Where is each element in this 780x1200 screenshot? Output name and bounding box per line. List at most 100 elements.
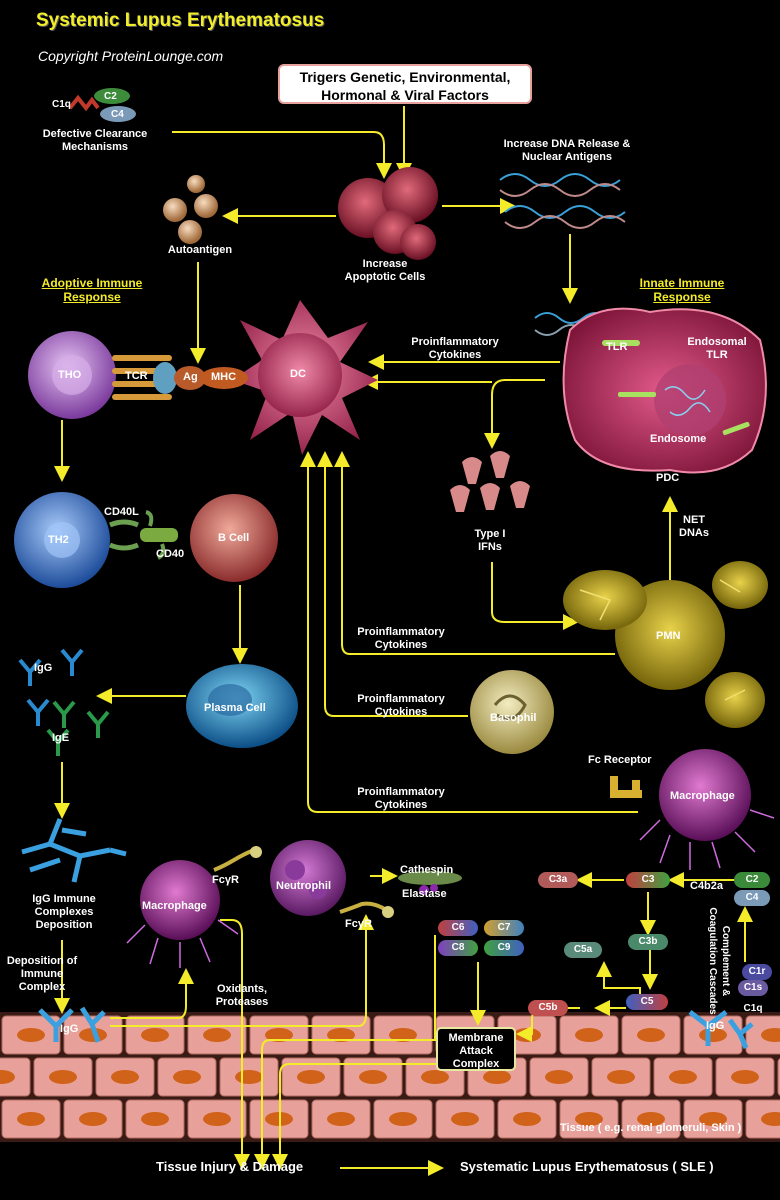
- pill-c1q: C1q: [743, 1003, 763, 1014]
- tissue-cell-nucleus: [265, 1028, 293, 1042]
- tissue-cell-nucleus: [607, 1070, 635, 1084]
- pill-c2: C2: [734, 872, 770, 888]
- tissue-cell-nucleus: [637, 1028, 665, 1042]
- label-autoantigen: Autoantigen: [167, 244, 233, 256]
- label-tissue-injury: Tissue Injury & Damage: [156, 1159, 304, 1174]
- tissue-cell-nucleus: [297, 1070, 325, 1084]
- label-fcgr-2: FcγR: [345, 918, 372, 930]
- label-ag: Ag: [183, 371, 198, 383]
- pill-c7: C7: [484, 920, 524, 936]
- bcell-cell: [190, 494, 278, 582]
- triggers-box: Trigers Genetic, Environmental, Hormonal…: [278, 64, 532, 104]
- tissue-cell-nucleus: [513, 1112, 541, 1126]
- label-tissue: Tissue ( e.g. renal glomeruli, Skin ): [560, 1122, 742, 1134]
- label-cytokines-4: Proinflammatory Cytokines: [357, 786, 445, 811]
- label-macrophage-right: Macrophage: [670, 790, 735, 802]
- label-macrophage-left: Macrophage: [142, 900, 207, 912]
- tissue-cell-nucleus: [203, 1028, 231, 1042]
- label-tho: THO: [58, 369, 82, 381]
- arrow-elastase-injury: [254, 935, 436, 1170]
- tissue-cell-nucleus: [637, 1112, 665, 1126]
- arrow-igg-macrophage: [110, 968, 194, 1019]
- tissue-cell-nucleus: [483, 1070, 511, 1084]
- label-adoptive: Adoptive Immune Response: [41, 276, 143, 304]
- pill-c8: C8: [438, 940, 478, 956]
- pill-c3b: C3b: [628, 934, 668, 950]
- label-tlr: TLR: [606, 341, 628, 353]
- arrow-igg-neutrophil: [110, 914, 374, 1027]
- fcgr-icon-2: [339, 901, 394, 918]
- antibody-igg-ige-icons: [18, 648, 110, 756]
- label-neutrophil: Neutrophil: [276, 880, 331, 892]
- macrophage-left-cell: [126, 860, 239, 968]
- label-c1q-top: C1q: [52, 99, 71, 110]
- pill-c1s: C1s: [738, 980, 768, 996]
- tissue-cell-nucleus: [79, 1112, 107, 1126]
- tissue-cell-nucleus: [17, 1112, 45, 1126]
- arrow-macrophage-injury: [220, 919, 250, 1170]
- arrow-pmn-dc: [334, 451, 615, 655]
- label-tcr: TCR: [125, 370, 148, 382]
- label-c2-top: C2: [104, 91, 117, 102]
- tissue-cell-nucleus: [421, 1070, 449, 1084]
- type1-ifn-icon: [450, 451, 530, 512]
- pill-c4: C4: [734, 890, 770, 906]
- apoptotic-cells-icon: [338, 167, 438, 260]
- fc-receptor-icon: [610, 776, 642, 798]
- membrane-attack-complex-box: Membrane Attack Complex: [436, 1027, 516, 1071]
- label-th2: TH2: [48, 534, 69, 546]
- arrow-pdc-ifn: [484, 379, 545, 449]
- pill-c5a: C5a: [564, 942, 602, 958]
- cd40-complex: [109, 510, 178, 560]
- plasma-cell: [186, 664, 298, 748]
- autoantigen-icon: [163, 175, 218, 244]
- igg-tissue-icon: [688, 1010, 754, 1049]
- arrow-macrophage-dc: [300, 451, 638, 813]
- label-igg-tissue: IgG: [706, 1020, 725, 1032]
- label-endosomal-tlr: Endosomal TLR: [687, 336, 747, 361]
- label-dc: DC: [290, 368, 306, 380]
- arrow-basophil-dc: [317, 451, 468, 717]
- label-basophil: Basophil: [490, 712, 537, 724]
- label-deposition: Deposition of Immune Complex: [6, 955, 78, 993]
- label-c4-top: C4: [111, 109, 124, 120]
- arrow-ifn-pmn: [491, 562, 579, 630]
- igg-bottom-icon: [38, 1006, 106, 1043]
- pill-c3a: C3a: [538, 872, 578, 888]
- pmn-cell: [563, 561, 768, 728]
- tissue-cell-nucleus: [699, 1112, 727, 1126]
- th2-cell: [14, 492, 110, 588]
- label-type1-ifn: Type I IFNs: [474, 528, 506, 553]
- label-dna-release: Increase DNA Release & Nuclear Antigens: [503, 138, 631, 163]
- label-cd40: CD40: [156, 548, 185, 560]
- tissue-cell-nucleus: [203, 1112, 231, 1126]
- tissue-cell-nucleus: [545, 1070, 573, 1084]
- dc-cell: [232, 300, 378, 455]
- tissue-cell-nucleus: [327, 1112, 355, 1126]
- label-bcell: B Cell: [218, 532, 250, 544]
- label-ige: IgE: [52, 732, 70, 744]
- label-c4b2a: C4b2a: [690, 880, 724, 892]
- tissue-cell-nucleus: [79, 1028, 107, 1042]
- pill-c3: C3: [626, 872, 670, 888]
- label-igg-complex: IgG Immune Complexes Deposition: [32, 893, 96, 931]
- arrows: [54, 106, 753, 1176]
- tissue-cell-nucleus: [575, 1028, 603, 1042]
- tissue-cell-nucleus: [451, 1112, 479, 1126]
- tissue-cell-nucleus: [141, 1028, 169, 1042]
- label-fcgr-1: FcγR: [212, 874, 239, 886]
- tissue-cell-nucleus: [111, 1070, 139, 1084]
- arrow-defective-apoptotic: [172, 131, 392, 179]
- tho-cell: [28, 331, 116, 419]
- tissue-cell-nucleus: [669, 1070, 697, 1084]
- tissue-cell-nucleus: [173, 1070, 201, 1084]
- label-pdc: PDC: [656, 472, 680, 484]
- label-cytokines-3: Proinflammatory Cytokines: [357, 693, 445, 718]
- label-complement-cascades: Complement & Coagulation Cascades: [707, 907, 731, 1015]
- pill-c1r: C1r: [742, 964, 772, 980]
- igg-complex-icon: [21, 818, 127, 883]
- label-apoptotic: Increase Apoptotic Cells: [344, 258, 426, 283]
- label-plasma: Plasma Cell: [204, 702, 266, 714]
- pdc-cell: [562, 307, 767, 474]
